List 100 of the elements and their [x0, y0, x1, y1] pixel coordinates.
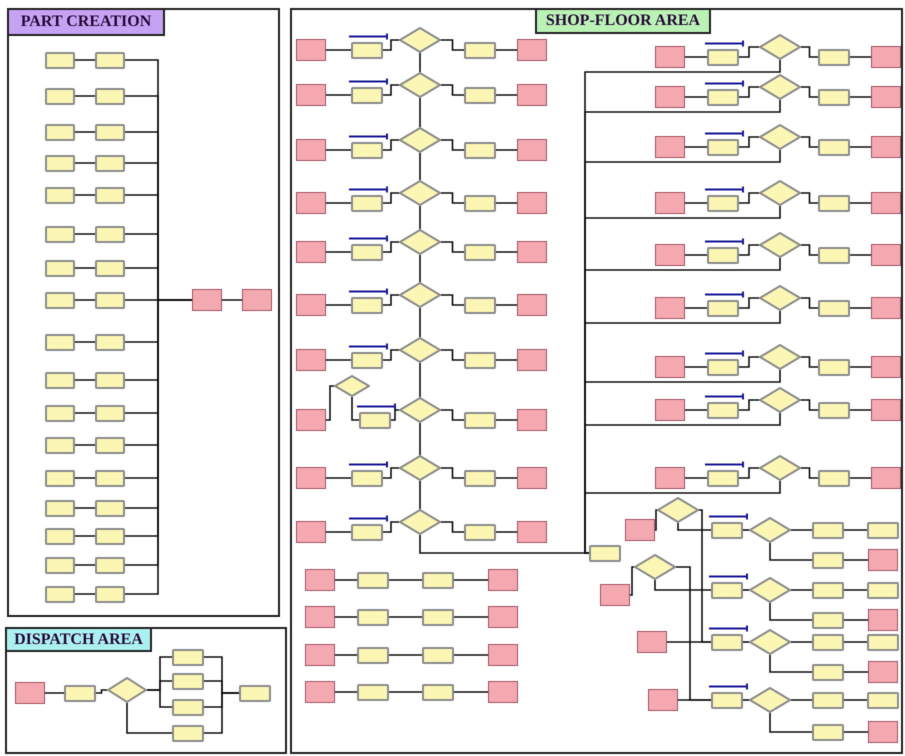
connector	[685, 202, 707, 204]
connector	[850, 254, 871, 256]
connector	[391, 409, 399, 421]
connector	[351, 397, 359, 421]
connector	[75, 412, 95, 414]
station-box	[517, 294, 547, 316]
module-box	[351, 524, 383, 540]
connector	[147, 689, 172, 708]
connector	[801, 467, 818, 479]
connector	[389, 691, 422, 693]
connector	[844, 671, 868, 673]
connector	[326, 385, 334, 421]
connector	[496, 202, 517, 204]
connector	[441, 467, 464, 479]
area-title: SHOP-FLOOR AREA	[535, 8, 711, 34]
connector	[739, 46, 759, 58]
station-box	[296, 84, 326, 106]
connector	[769, 713, 812, 733]
decision-diamond	[399, 455, 441, 481]
module-box	[867, 522, 899, 538]
connector	[75, 59, 95, 61]
station-box	[871, 86, 901, 108]
module-box	[45, 154, 75, 172]
connector	[850, 366, 871, 368]
module-box	[45, 186, 75, 204]
connector	[496, 359, 517, 361]
connector	[75, 267, 95, 269]
connector	[739, 399, 759, 411]
module-box	[357, 572, 389, 588]
connector	[326, 202, 351, 204]
connector	[801, 297, 818, 309]
module-box	[45, 52, 75, 68]
station-box	[655, 244, 685, 266]
connector	[326, 359, 351, 361]
module-box	[45, 88, 75, 104]
module-box	[464, 296, 496, 314]
station-box	[517, 192, 547, 214]
connector	[454, 616, 488, 618]
connector	[335, 691, 357, 693]
connector	[222, 299, 242, 301]
connector	[739, 136, 759, 148]
connector	[75, 507, 95, 509]
connector	[844, 619, 868, 621]
connector	[496, 251, 517, 253]
connector	[743, 529, 749, 531]
connector	[739, 86, 759, 98]
decision-diamond	[749, 687, 791, 713]
module-box	[351, 296, 383, 314]
connector	[441, 39, 464, 51]
connector	[75, 341, 95, 343]
module-box	[818, 48, 850, 66]
connector	[496, 149, 517, 151]
station-box	[296, 139, 326, 161]
decision-diamond	[399, 72, 441, 98]
station-box	[15, 682, 45, 704]
decision-diamond	[759, 232, 801, 258]
module-box	[707, 138, 739, 156]
decision-diamond	[759, 124, 801, 150]
connector	[389, 616, 422, 618]
connector	[496, 94, 517, 96]
connector	[791, 589, 812, 591]
connector	[419, 255, 421, 282]
decision-diamond	[334, 375, 370, 397]
station-box	[868, 661, 898, 683]
module-box	[95, 436, 125, 454]
module-box	[818, 358, 850, 376]
connector	[441, 409, 464, 421]
station-box	[305, 644, 335, 666]
module-box	[172, 648, 204, 666]
connector	[844, 641, 867, 643]
module-box	[812, 552, 844, 568]
station-box	[242, 289, 272, 311]
station-box	[655, 297, 685, 319]
module-box	[239, 684, 271, 702]
module-box	[707, 402, 739, 418]
station-box	[296, 294, 326, 316]
connector	[75, 444, 95, 446]
connector	[801, 192, 818, 204]
connector	[419, 98, 421, 127]
connector	[441, 241, 464, 253]
connector	[743, 699, 749, 701]
module-box	[464, 244, 496, 260]
connector	[96, 689, 107, 694]
connector	[75, 379, 95, 381]
station-box	[655, 467, 685, 489]
connector	[844, 699, 867, 701]
connector	[801, 46, 818, 58]
connector	[850, 307, 871, 309]
decision-diamond	[399, 282, 441, 308]
module-box	[45, 586, 75, 602]
module-box	[64, 684, 96, 702]
connector	[441, 294, 464, 306]
module-box	[359, 412, 391, 428]
module-box	[95, 334, 125, 350]
module-box	[45, 334, 75, 350]
connector	[850, 409, 871, 411]
decision-diamond	[749, 517, 791, 543]
module-box	[422, 646, 454, 664]
connector	[326, 304, 351, 306]
module-box	[422, 608, 454, 626]
